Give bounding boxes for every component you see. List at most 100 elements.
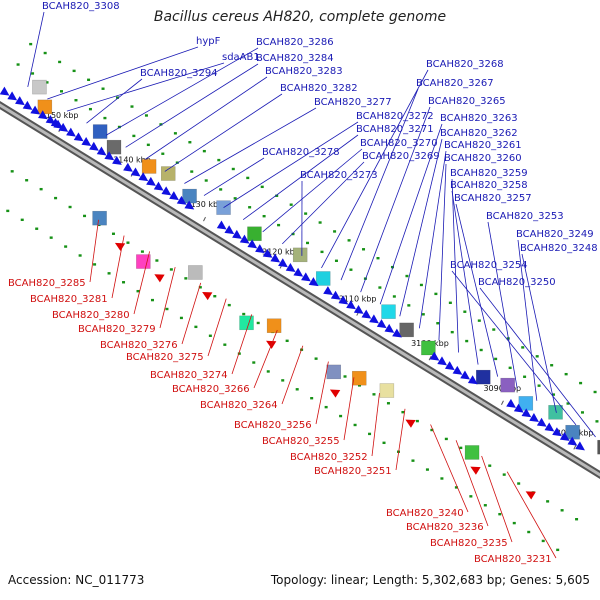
forward-gene-arrow (22, 100, 33, 110)
forward-gene-arrow (112, 155, 122, 165)
spacer-dot (159, 123, 163, 126)
spacer-dot (246, 176, 250, 180)
spacer-dot (202, 149, 206, 153)
spacer-dot (233, 197, 237, 200)
forward-gene-arrow (66, 127, 76, 137)
spacer-dot (392, 295, 396, 298)
spacer-dot (386, 402, 390, 405)
gene-feature-box (92, 124, 108, 139)
spacer-dot (333, 230, 337, 233)
spacer-dot (444, 437, 448, 441)
forward-leader-line (479, 287, 596, 438)
spacer-dot (469, 495, 473, 498)
gene-labels: BCAH820_3308hypFsdaAB1BCAH820_3294BCAH82… (8, 1, 598, 565)
forward-gene-label: BCAH820_3253 (486, 211, 564, 222)
spacer-dot (54, 196, 58, 200)
spacer-dot (310, 397, 314, 400)
spacer-dot (49, 236, 53, 239)
reverse-leader-line (181, 282, 202, 345)
spacer-dot (208, 334, 212, 337)
spacer-dot (564, 372, 568, 376)
spacer-dot (537, 384, 541, 387)
gene-feature-box (464, 445, 480, 460)
forward-leader-line (438, 163, 447, 341)
spacer-dot (454, 486, 458, 489)
forward-leader-line (517, 239, 538, 401)
spacer-dot (291, 232, 295, 236)
spacer-dot (169, 268, 173, 271)
gene-feature-box (160, 166, 176, 181)
spacer-dot (68, 205, 72, 209)
gene-feature-box (315, 271, 331, 286)
spacer-dot (31, 72, 35, 75)
reverse-gene-label: BCAH820_3276 (100, 340, 178, 351)
spacer-dot (448, 301, 452, 305)
gene-feature-box (548, 405, 563, 420)
spacer-dot (285, 339, 289, 343)
spacer-dot (140, 250, 144, 253)
spacer-dot (314, 357, 318, 360)
forward-gene-arrow (239, 234, 250, 244)
forward-gene-label: BCAH820_3260 (444, 153, 522, 164)
gene-feature-box (247, 226, 262, 241)
spacer-dot (405, 274, 409, 278)
reverse-leader-line (253, 329, 278, 389)
spacer-dot (508, 366, 512, 370)
spacer-dot (353, 423, 357, 427)
spacer-dot (179, 316, 183, 320)
spacer-dot (378, 286, 382, 289)
tick-label: 3130 kbp (186, 200, 224, 209)
forward-leader-line (487, 221, 518, 389)
forward-gene-label: sdaAB1 (222, 52, 260, 63)
gene-feature-box (399, 322, 414, 338)
spacer-dot (6, 209, 10, 213)
spacer-dot (411, 459, 415, 462)
gene-feature-box (32, 79, 47, 95)
spacer-dot (502, 473, 506, 476)
gene-feature-box (182, 188, 197, 204)
forward-gene-arrow (361, 309, 372, 319)
forward-leader-line (27, 11, 45, 88)
gene-feature-box (188, 265, 203, 280)
forward-gene-label: BCAH820_3254 (450, 260, 528, 271)
gene-feature-box (92, 210, 107, 226)
forward-gene-label: BCAH820_3259 (450, 168, 528, 179)
spacer-dot (579, 381, 583, 385)
forward-leader-line (321, 69, 429, 269)
forward-gene-label: BCAH820_3284 (256, 53, 334, 64)
forward-gene-arrow (146, 176, 156, 186)
genome-backbone (0, 100, 600, 480)
forward-leader-line (145, 76, 268, 160)
spacer-dot (546, 500, 550, 503)
spacer-dot (43, 51, 47, 55)
forward-gene-arrow (301, 272, 311, 282)
forward-gene-arrow (50, 118, 61, 128)
spacer-dot (289, 203, 293, 206)
forward-gene-label: BCAH820_3257 (454, 193, 532, 204)
spacer-dot (64, 245, 68, 248)
forward-gene-arrow (323, 286, 333, 296)
forward-gene-arrow (15, 96, 25, 106)
spacer-dot (343, 375, 347, 378)
reverse-leader-line (111, 235, 125, 299)
forward-gene-arrow (138, 172, 149, 182)
gene-feature-box (292, 247, 308, 263)
spacer-dot (407, 304, 411, 307)
forward-gene-arrow (0, 86, 10, 96)
forward-gene-arrow (536, 417, 547, 427)
spacer-dot (535, 355, 539, 358)
forward-gene-arrow (444, 361, 455, 371)
spacer-dot (527, 530, 531, 534)
spacer-dot (372, 393, 376, 396)
forward-leader-line (455, 203, 499, 377)
reverse-leader-line (371, 392, 380, 457)
reverse-leader-line (159, 266, 176, 329)
forward-leader-line (262, 148, 363, 233)
spacer-dot (217, 158, 221, 162)
accession-text: Accession: NC_011773 (8, 573, 145, 587)
forward-gene-label: BCAH820_3278 (262, 147, 340, 158)
tick-label: 3140 kbp (113, 156, 151, 165)
spacer-dots (6, 42, 599, 552)
forward-leader-line (379, 123, 443, 305)
